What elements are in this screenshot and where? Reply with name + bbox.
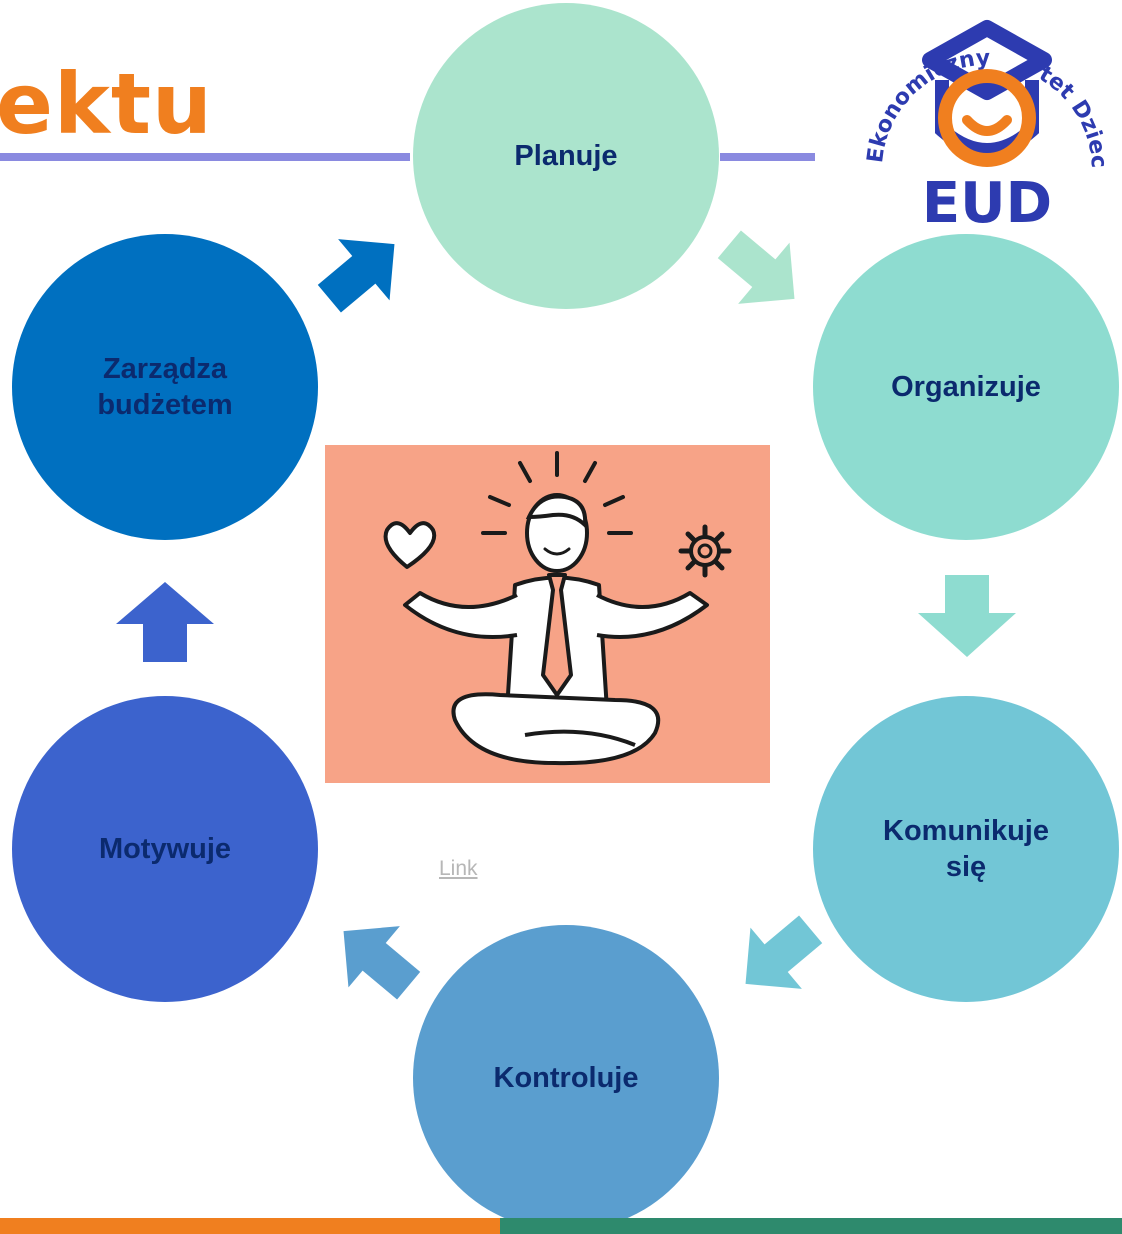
arrow-zarzadza-to-planuje — [317, 239, 395, 313]
balanced-manager-illustration — [325, 445, 770, 783]
arrow-organizuje-to-komunikuje — [918, 575, 1016, 657]
circle-komunikuje-label: Komunikuje się — [883, 814, 1049, 883]
eud-logo: Ekonomiczny tet Dziecięcy EUD — [852, 0, 1111, 230]
circle-zarzadza: Zarządza budżetem — [12, 234, 318, 540]
circle-komunikuje: Komunikuje się — [813, 696, 1119, 1002]
circle-motywuje: Motywuje — [12, 696, 318, 1002]
footer-bar-green — [500, 1218, 1122, 1234]
title-rule-right — [720, 153, 815, 161]
circle-kontroluje: Kontroluje — [413, 925, 719, 1231]
title-rule-left — [0, 153, 410, 161]
arrow-planuje-to-organizuje — [717, 230, 795, 304]
circle-kontroluje-label: Kontroluje — [493, 1061, 639, 1094]
circle-organizuje-label: Organizuje — [891, 370, 1041, 403]
arrow-kontroluje-to-motywuje — [343, 926, 421, 1000]
circle-organizuje: Organizuje — [813, 234, 1119, 540]
circle-planuje: Planuje — [413, 3, 719, 309]
illustration-source-link[interactable]: Link — [439, 857, 478, 880]
circle-motywuje-label: Motywuje — [98, 832, 232, 865]
circle-zarzadza-label: Zarządza budżetem — [97, 352, 233, 421]
logo-text: EUD — [922, 171, 1052, 230]
page-title: ektu — [0, 55, 213, 153]
arrow-motywuje-to-zarzadza — [116, 582, 214, 662]
footer-bar-orange — [0, 1218, 500, 1234]
circle-planuje-label: Planuje — [514, 139, 618, 172]
arrow-komunikuje-to-kontroluje — [745, 915, 823, 989]
